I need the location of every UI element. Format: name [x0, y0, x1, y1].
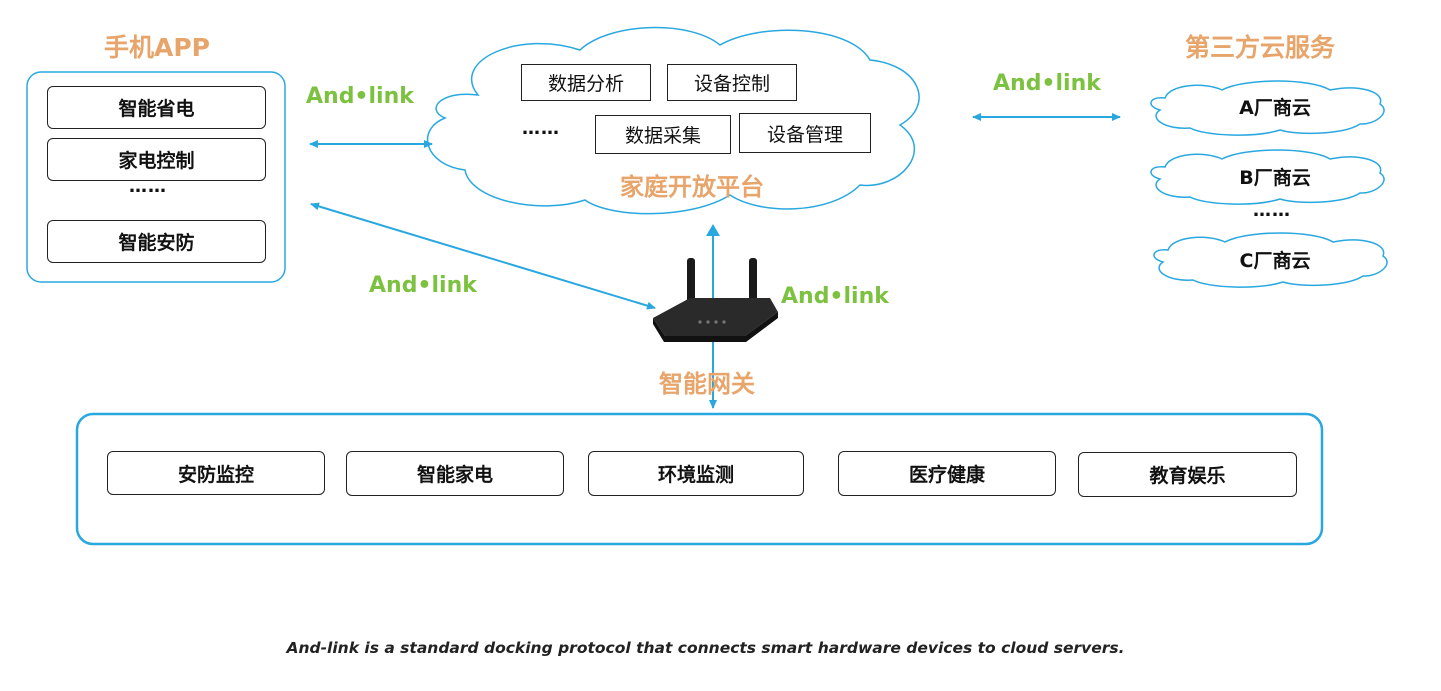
app-item-power-saving: 智能省电	[47, 86, 266, 129]
platform-module-data-collection: 数据采集	[595, 115, 731, 154]
device-healthcare: 医疗健康	[838, 451, 1056, 496]
link-label-gateway-platform: And•link	[781, 284, 889, 309]
platform-ellipsis: ……	[522, 118, 560, 139]
platform-module-device-management: 设备管理	[739, 113, 871, 153]
link-label-app-gateway: And•link	[369, 273, 477, 298]
vendor-ellipsis: ……	[1253, 200, 1291, 221]
vendor-cloud-a	[1150, 80, 1385, 136]
arrow-app-gateway	[310, 202, 656, 310]
device-smart-appliance: 智能家电	[346, 451, 564, 496]
device-education-entertainment: 教育娱乐	[1078, 452, 1297, 497]
router-icon	[653, 258, 778, 342]
vendor-cloud-c	[1153, 232, 1388, 288]
vendor-cloud-b-label: B厂商云	[1239, 166, 1311, 189]
platform-module-device-control: 设备控制	[667, 64, 797, 101]
app-ellipsis: ……	[129, 176, 167, 197]
link-label-platform-cloud: And•link	[993, 71, 1101, 96]
gateway-title: 智能网关	[659, 370, 755, 398]
vendor-cloud-c-label: C厂商云	[1239, 249, 1311, 272]
link-label-app-platform: And•link	[306, 84, 414, 109]
figure-caption: And-link is a standard docking protocol …	[286, 639, 1125, 657]
platform-title: 家庭开放平台	[620, 173, 764, 201]
phone-app-title: 手机APP	[104, 33, 210, 62]
app-item-appliance-control: 家电控制	[47, 138, 266, 181]
vendor-cloud-b	[1150, 149, 1385, 205]
device-environment-monitoring: 环境监测	[588, 451, 804, 496]
app-item-security: 智能安防	[47, 220, 266, 263]
third-party-title: 第三方云服务	[1185, 33, 1336, 62]
vendor-cloud-a-label: A厂商云	[1239, 96, 1311, 119]
device-security-monitoring: 安防监控	[107, 451, 325, 495]
platform-module-data-analysis: 数据分析	[521, 64, 651, 101]
